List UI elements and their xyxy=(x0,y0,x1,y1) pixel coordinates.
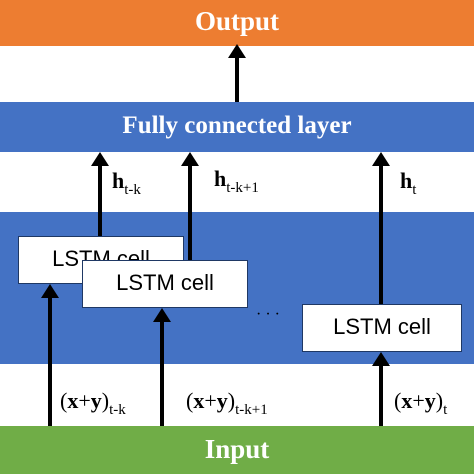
arrowhead-in3 xyxy=(372,352,390,366)
arrowhead-h2 xyxy=(181,152,199,166)
arrowhead-h3 xyxy=(372,152,390,166)
hidden-label-h1: ht-k xyxy=(112,168,141,198)
lstm-cell-3: LSTM cell xyxy=(302,304,462,352)
fc-layer-band: Fully connected layer xyxy=(0,102,474,152)
input-label-2: (x+y)t-k+1 xyxy=(186,388,268,418)
hidden-label-h2: ht-k+1 xyxy=(214,166,259,196)
lstm-cell-2-label: LSTM cell xyxy=(116,270,214,295)
output-label: Output xyxy=(194,6,280,36)
input-label: Input xyxy=(204,434,270,464)
arrowhead-in1 xyxy=(41,284,59,298)
output-band: Output xyxy=(0,0,474,46)
input-label-3: (x+y)t xyxy=(394,388,448,418)
input-band: Input xyxy=(0,426,474,474)
lstm-cell-2: LSTM cell xyxy=(82,260,248,308)
hidden-label-h3: ht xyxy=(400,168,417,198)
arrowhead-in2 xyxy=(153,308,171,322)
arrowhead-output xyxy=(228,44,246,58)
fc-layer-label: Fully connected layer xyxy=(122,112,352,139)
arrowhead-h1 xyxy=(91,152,109,166)
lstm-cell-3-label: LSTM cell xyxy=(333,314,431,339)
input-label-1: (x+y)t-k xyxy=(60,388,126,418)
ellipsis: · · · xyxy=(256,306,280,323)
